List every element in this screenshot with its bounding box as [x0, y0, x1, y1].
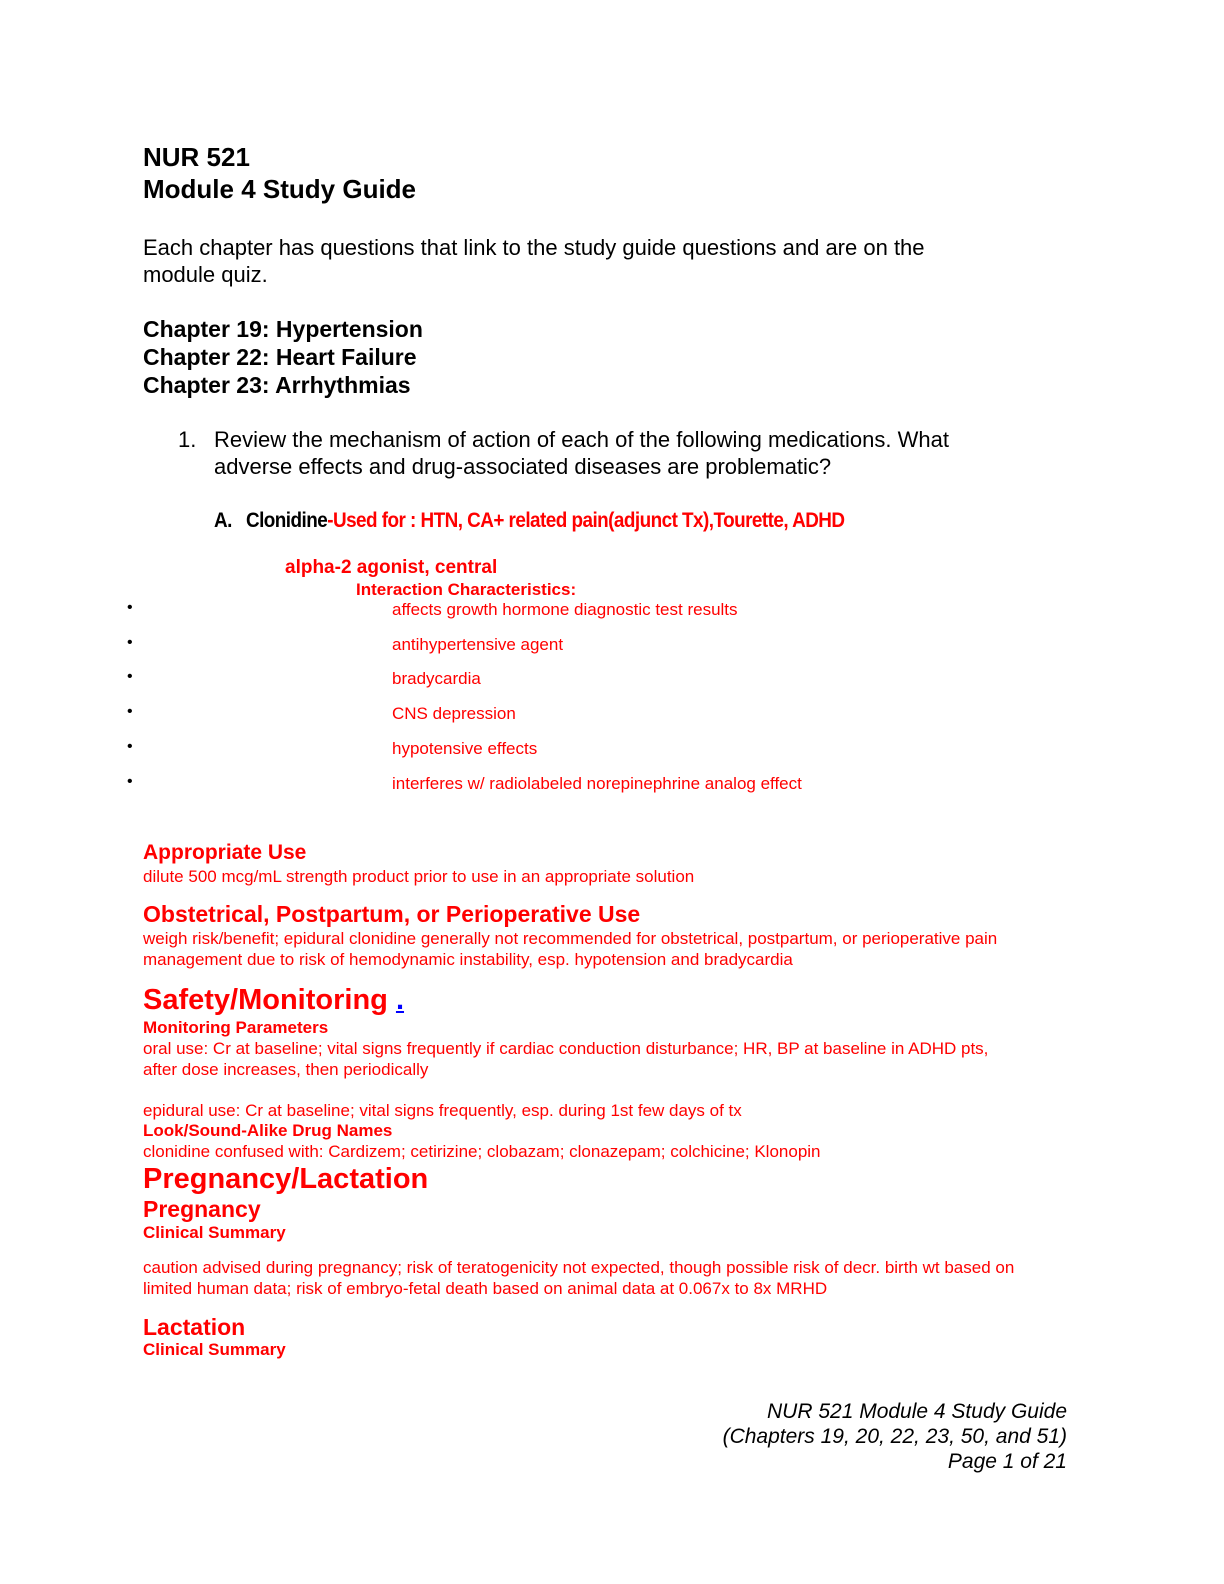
drug-letter: A.: [214, 509, 232, 532]
interaction-item: hypotensive effects: [392, 739, 538, 758]
interaction-item: CNS depression: [392, 704, 516, 723]
drug-name: Clonidine: [245, 509, 328, 532]
question-line2: adverse effects and drug-associated dise…: [214, 454, 832, 479]
pregnancy-line2: limited human data; risk of embryo-fetal…: [143, 1279, 828, 1298]
lasa-heading: Look/Sound-Alike Drug Names: [143, 1121, 393, 1140]
safety-link[interactable]: .: [395, 984, 405, 1016]
obstetrical-line1: weigh risk/benefit; epidural clonidine g…: [143, 929, 998, 948]
pregnancy-heading: Pregnancy: [143, 1196, 261, 1222]
obstetrical-heading: Obstetrical, Postpartum, or Perioperativ…: [143, 901, 641, 927]
doc-title-course: NUR 521: [143, 142, 250, 172]
pregnancy-clinical-summary: Clinical Summary: [143, 1223, 286, 1242]
bullet-icon: •: [127, 634, 133, 651]
doc-title-module: Module 4 Study Guide: [143, 174, 417, 204]
question-line1: Review the mechanism of action of each o…: [214, 427, 949, 452]
pregnancy-line1: caution advised during pregnancy; risk o…: [143, 1258, 1015, 1277]
obstetrical-line2: management due to risk of hemodynamic in…: [143, 950, 793, 969]
question-number: 1.: [178, 427, 197, 452]
chapter-heading: Chapter 22: Heart Failure: [143, 344, 417, 370]
oral-use-line1: oral use: Cr at baseline; vital signs fr…: [143, 1039, 989, 1058]
safety-heading-text: Safety/Monitoring: [143, 984, 388, 1016]
bullet-icon: •: [127, 668, 133, 685]
drug-uses: -Used for : HTN, CA+ related pain(adjunc…: [327, 509, 845, 532]
drug-class: alpha-2 agonist, central: [285, 557, 498, 578]
lasa-text: clonidine confused with: Cardizem; cetir…: [143, 1142, 821, 1161]
bullet-icon: •: [127, 599, 133, 616]
bullet-icon: •: [127, 773, 133, 790]
chapter-heading: Chapter 19: Hypertension: [143, 316, 423, 342]
bullet-icon: •: [127, 738, 133, 755]
monitoring-heading: Monitoring Parameters: [143, 1018, 329, 1037]
interaction-item: antihypertensive agent: [392, 635, 564, 654]
chapter-heading: Chapter 23: Arrhythmias: [143, 372, 411, 398]
interaction-item: bradycardia: [392, 669, 481, 688]
intro-line2: module quiz.: [143, 262, 268, 287]
lactation-clinical-summary: Clinical Summary: [143, 1340, 286, 1359]
intro-line1: Each chapter has questions that link to …: [143, 235, 925, 260]
interaction-item: interferes w/ radiolabeled norepinephrin…: [392, 774, 802, 793]
interaction-heading: Interaction Characteristics:: [356, 580, 577, 599]
footer-chapters: (Chapters 19, 20, 22, 23, 50, and 51): [722, 1425, 1067, 1448]
pregnancy-lactation-heading: Pregnancy/Lactation: [143, 1163, 429, 1195]
appropriate-use-heading: Appropriate Use: [143, 841, 307, 864]
oral-use-line2: after dose increases, then periodically: [143, 1060, 429, 1079]
footer-title: NUR 521 Module 4 Study Guide: [767, 1400, 1067, 1423]
bullet-icon: •: [127, 703, 133, 720]
appropriate-use-text: dilute 500 mcg/mL strength product prior…: [143, 867, 695, 886]
footer-page-number: Page 1 of 21: [947, 1450, 1067, 1473]
drug-heading: A. Clonidine-Used for : HTN, CA+ related…: [214, 509, 845, 533]
safety-heading: Safety/Monitoring .: [143, 984, 404, 1017]
lactation-heading: Lactation: [143, 1314, 246, 1340]
interaction-item: affects growth hormone diagnostic test r…: [392, 600, 738, 619]
epidural-use: epidural use: Cr at baseline; vital sign…: [143, 1101, 742, 1120]
